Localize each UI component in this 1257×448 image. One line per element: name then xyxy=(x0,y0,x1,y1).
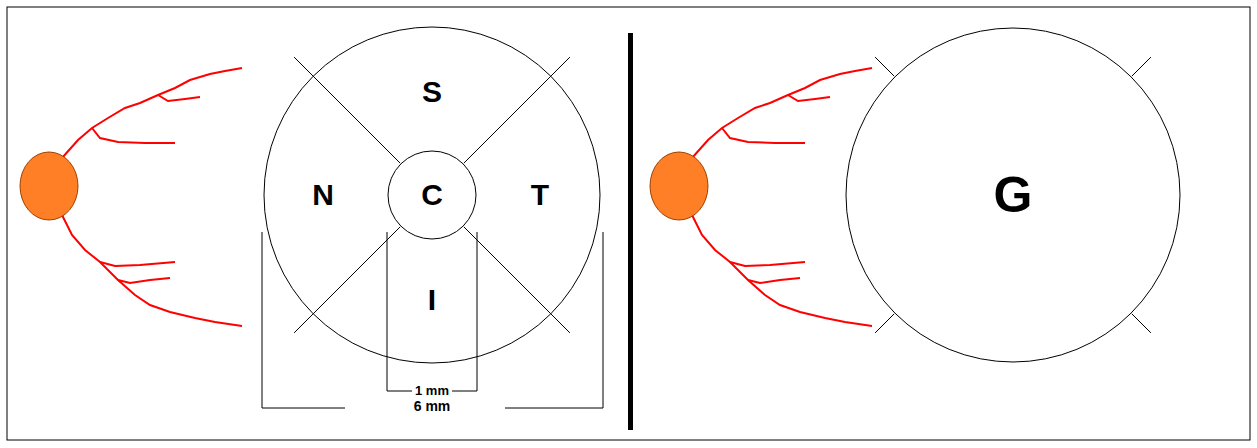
vessel xyxy=(692,68,872,158)
outer-bracket xyxy=(505,232,603,408)
retinal-vessels xyxy=(62,68,242,326)
tick-mark xyxy=(1132,314,1151,333)
vessel xyxy=(62,215,242,326)
sector-label: T xyxy=(527,177,554,213)
sector-line xyxy=(294,57,400,163)
sector-line xyxy=(464,227,570,333)
dimension-label: 1 mm xyxy=(412,384,452,398)
sector-line xyxy=(294,227,400,333)
left-fundus xyxy=(20,27,603,408)
vessel xyxy=(788,95,830,101)
circle-border xyxy=(388,151,476,239)
grid-letter: I xyxy=(428,285,436,315)
sector-label: N xyxy=(308,177,338,213)
outer-bracket xyxy=(262,232,345,408)
grid-letter: G xyxy=(994,170,1033,220)
vessel xyxy=(722,128,805,143)
vessel xyxy=(748,278,800,283)
vessel xyxy=(100,262,175,266)
grid-letter: C xyxy=(421,180,443,210)
vessel xyxy=(692,215,872,326)
grid-letter: T xyxy=(531,180,549,210)
retinal-vessels xyxy=(692,68,872,326)
dimension-brackets xyxy=(262,232,603,408)
frame-border xyxy=(7,7,1250,440)
vessel xyxy=(158,95,200,101)
grid-letter: S xyxy=(422,77,442,107)
global-circle: G xyxy=(845,27,1181,363)
right-fundus xyxy=(650,68,872,326)
optic-disc xyxy=(650,152,708,220)
dimension-label: 6 mm xyxy=(411,399,454,414)
tick-mark xyxy=(875,57,894,76)
grid-letter: N xyxy=(312,180,334,210)
sector-label: S xyxy=(418,74,447,110)
vessel xyxy=(62,68,242,158)
vessel xyxy=(118,278,170,283)
circle-border xyxy=(846,28,1180,362)
vessel xyxy=(92,128,175,143)
inner-bracket xyxy=(387,232,477,391)
sector-dividers xyxy=(294,57,570,333)
sector-line xyxy=(464,57,570,163)
tick-mark xyxy=(1132,57,1151,76)
vessel xyxy=(730,262,805,266)
divider-bar xyxy=(628,33,633,430)
optic-disc xyxy=(20,152,78,220)
tick-mark xyxy=(875,314,894,333)
central-circle: C xyxy=(387,150,477,240)
outer-grid-circle xyxy=(264,27,600,363)
sector-label: I xyxy=(424,282,441,318)
